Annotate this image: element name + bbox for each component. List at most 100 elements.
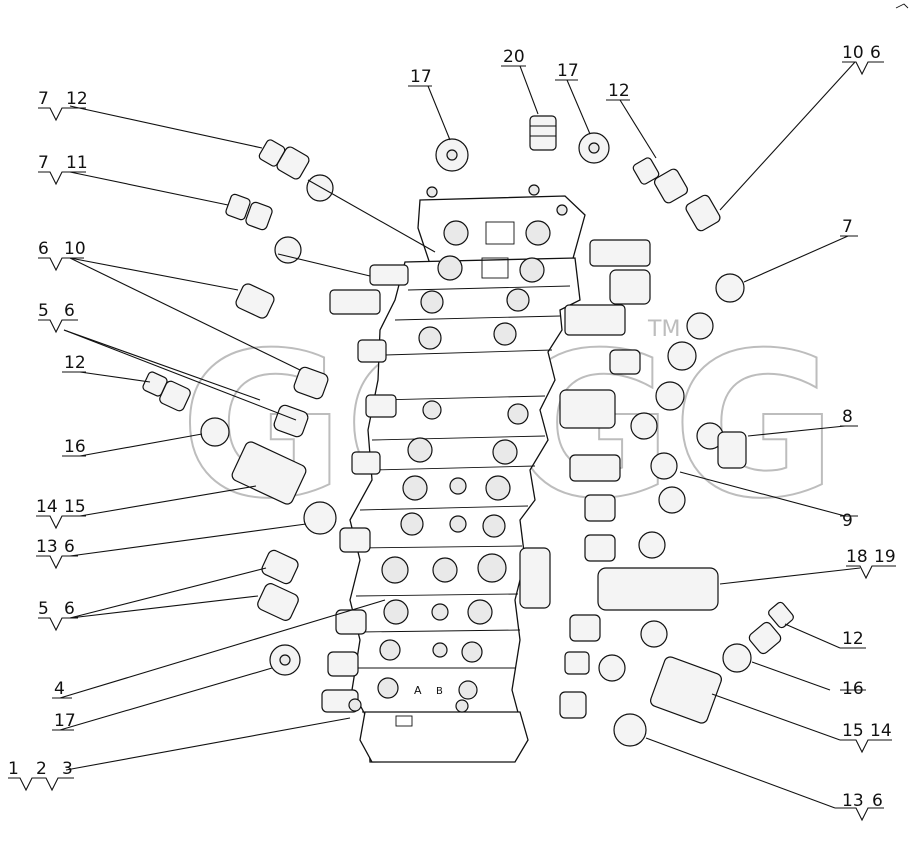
callout-1-2-3-part-b: 2 [36, 759, 47, 779]
callout-12-top-right-part: 12 [608, 81, 630, 101]
plug-16-left [200, 417, 230, 447]
callout-20: 20 [501, 47, 526, 67]
callout-7-right: 7 [840, 217, 858, 237]
callout-6-10: 6 10 [38, 239, 86, 272]
callout-16-right: 16 [840, 679, 866, 699]
callout-10-6-part-b: 6 [870, 43, 881, 63]
callout-6-10-part-a: 6 [38, 239, 49, 259]
fitting-6-10 [235, 283, 275, 319]
exploded-components [142, 115, 794, 747]
corner-mark [895, 3, 909, 9]
valve-label-b: B [436, 686, 443, 697]
callout-18-19-part-a: 18 [846, 547, 868, 567]
callout-12-left: 12 [62, 353, 86, 373]
callout-18-19: 18 19 [846, 547, 896, 580]
callout-7-11-part-a: 7 [38, 153, 49, 173]
callout-10-6: 10 6 [842, 43, 884, 76]
callout-20-part: 20 [503, 47, 525, 67]
base-plate [359, 711, 529, 763]
valve-body [349, 257, 581, 763]
callout-14-15-part-b: 15 [64, 497, 86, 517]
fitting-5-6-c [261, 549, 299, 585]
callout-4-part: 4 [54, 679, 65, 699]
callout-5-6-upper: 5 6 [38, 301, 78, 334]
plug-20 [528, 115, 557, 196]
plug-13-6-right [613, 713, 647, 747]
callout-17-bottom-part: 17 [54, 711, 76, 731]
elbow-12-left-mid [142, 371, 191, 412]
callout-12-right-part: 12 [842, 629, 864, 649]
callout-1-2-3-part-c: 3 [62, 759, 73, 779]
block-14-15-left [231, 441, 307, 505]
callout-8-part: 8 [842, 407, 853, 427]
callout-16-left-part: 16 [64, 437, 86, 457]
callout-13-6-right-part-b: 6 [872, 791, 883, 811]
elbow-8 [696, 422, 747, 469]
plug-16-right [722, 643, 752, 673]
body-ports [377, 255, 545, 700]
callout-1-2-3: 1 2 3 [8, 759, 74, 792]
elbow-12-right-low [748, 601, 794, 655]
callout-17-bottom: 17 [52, 711, 76, 731]
fitting-5-6-d [257, 583, 299, 621]
fitting-5-6-b [273, 404, 309, 438]
cartridge-18-19 [597, 567, 719, 611]
callout-12-top-right: 12 [606, 81, 630, 101]
callout-16-right-part: 16 [842, 679, 864, 699]
callout-17-top-right: 17 [555, 61, 579, 81]
callout-5-6-upper-part-b: 6 [64, 301, 75, 321]
callout-4: 4 [52, 679, 72, 699]
callout-7-12: 7 12 [38, 89, 88, 122]
callout-10-6-part-a: 10 [842, 43, 864, 63]
valve-block: A B [321, 195, 651, 763]
callout-6-10-part-b: 10 [64, 239, 86, 259]
callout-17-top-right-part: 17 [557, 61, 579, 81]
callout-13-6-left-part-b: 6 [64, 537, 75, 557]
callout-15-14-part-b: 14 [870, 721, 892, 741]
callout-9-part: 9 [842, 511, 853, 531]
callout-13-6-right-part-a: 13 [842, 791, 864, 811]
plug-7-right [715, 273, 745, 303]
right-spool-caps [559, 239, 651, 719]
callout-18-19-part-b: 19 [874, 547, 896, 567]
callout-14-15: 14 15 [36, 497, 86, 530]
callout-8: 8 [840, 407, 858, 427]
elbow-7-11-left [225, 193, 302, 264]
leader-lines [59, 61, 861, 809]
callout-9: 9 [840, 511, 858, 531]
valve-label-a: A [414, 684, 422, 697]
callout-12-right: 12 [840, 629, 866, 649]
callout-14-15-part-a: 14 [36, 497, 58, 517]
left-spool-caps [321, 264, 409, 713]
callout-13-6-right: 13 6 [835, 791, 884, 822]
callout-15-14: 15 14 [840, 721, 892, 754]
callout-17-top-left-part: 17 [410, 67, 432, 87]
block-15-14-right [650, 656, 722, 724]
callout-5-6-lower-part-b: 6 [64, 599, 75, 619]
elbow-12-right [632, 157, 721, 232]
elbow-7-12-left [258, 139, 334, 202]
callout-12-left-part: 12 [64, 353, 86, 373]
watermark-trademark: TM [647, 317, 680, 342]
callout-5-6-lower: 5 6 [38, 599, 78, 632]
callout-7-12-part-b: 12 [66, 89, 88, 109]
callout-15-14-part-a: 15 [842, 721, 864, 741]
top-port-left [443, 220, 469, 246]
callout-7-12-part-a: 7 [38, 89, 49, 109]
callout-13-6-left: 13 6 [36, 537, 78, 570]
callout-17-top-left: 17 [408, 67, 432, 87]
callout-7-right-part: 7 [842, 217, 853, 237]
callout-16-left: 16 [62, 437, 86, 457]
callout-labels: 7 12 7 11 6 10 5 6 12 16 14 15 [8, 43, 896, 822]
callout-7-11: 7 11 [38, 153, 88, 186]
top-port-right [525, 220, 551, 246]
callout-5-6-lower-part-a: 5 [38, 599, 49, 619]
callout-13-6-left-part-a: 13 [36, 537, 58, 557]
plug-13-6-left [303, 501, 337, 535]
callout-1-2-3-part-a: 1 [8, 759, 19, 779]
fitting-5-6-a [293, 366, 329, 400]
callout-5-6-upper-part-a: 5 [38, 301, 49, 321]
callout-7-11-part-b: 11 [66, 153, 88, 173]
